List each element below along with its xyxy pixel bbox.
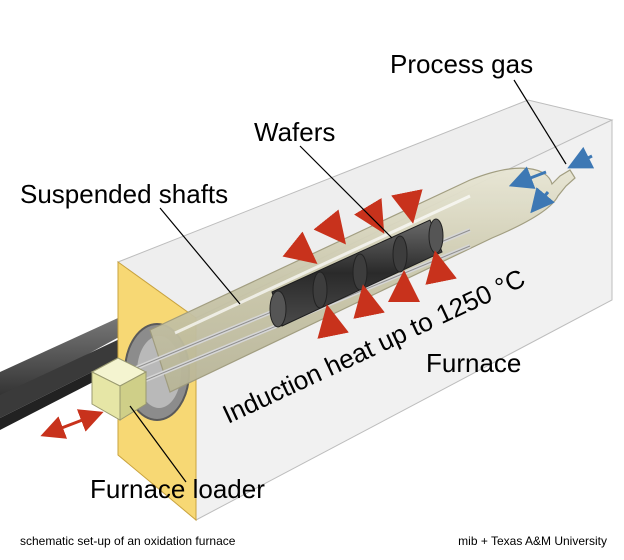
arrow-icon — [354, 198, 385, 234]
arrow-icon — [353, 284, 385, 319]
leader-lines — [129, 79, 567, 483]
heat-arrows — [282, 189, 457, 339]
arrow-icon — [530, 187, 555, 214]
wafer-stack — [269, 218, 444, 328]
furnace-loader-label: Furnace loader — [90, 474, 265, 504]
arrow-icon — [425, 250, 457, 285]
arrow-icon — [508, 166, 547, 189]
double-arrow-icon — [40, 409, 104, 439]
suspended-shafts-label: Suspended shafts — [20, 179, 228, 209]
arrow-icon — [282, 231, 318, 264]
gas-arrows — [508, 146, 595, 214]
furnace-label: Furnace — [426, 348, 521, 378]
arrow-icon — [317, 304, 349, 339]
furnace-loader — [90, 357, 148, 421]
wafers-label: Wafers — [254, 117, 335, 147]
process-gas-label: Process gas — [390, 49, 533, 79]
caption-right: mib + Texas A&M University — [458, 534, 607, 548]
arrow-icon — [391, 189, 423, 224]
arrow-icon — [313, 209, 346, 245]
arrow-icon — [567, 146, 595, 169]
caption-left: schematic set-up of an oxidation furnace — [20, 534, 236, 548]
